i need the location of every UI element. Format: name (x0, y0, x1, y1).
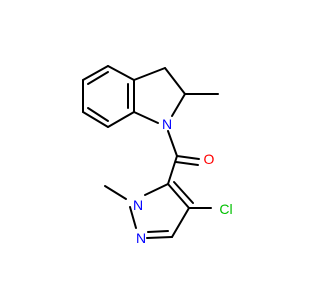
atom-label-n-methyl: N (133, 197, 143, 213)
bond (133, 67, 166, 81)
bond (167, 130, 178, 157)
molecule-structure: N O N N Cl (82, 65, 233, 246)
bond (164, 67, 186, 95)
bond (171, 207, 190, 238)
bond (82, 111, 109, 128)
double-bond-inner (87, 107, 109, 122)
bond (173, 181, 194, 204)
atom-label-cl: Cl (219, 201, 232, 217)
bond (146, 236, 173, 239)
bond (167, 183, 190, 209)
atom-label-n-ring: N (136, 230, 146, 246)
double-bond-inner (87, 71, 109, 85)
bond (144, 183, 169, 196)
carbonyl-double-bond (175, 161, 199, 166)
bond (133, 111, 159, 124)
bond (167, 155, 178, 185)
bond (107, 111, 135, 128)
bond (104, 185, 127, 200)
bond (107, 65, 135, 81)
carbonyl-double-bond (176, 155, 200, 160)
atom-label-n-indoline: N (162, 116, 172, 132)
atom-label-o-carbonyl: O (204, 151, 215, 167)
bond (147, 230, 169, 233)
bond (171, 93, 186, 117)
bond (129, 206, 137, 229)
bond (82, 65, 109, 81)
